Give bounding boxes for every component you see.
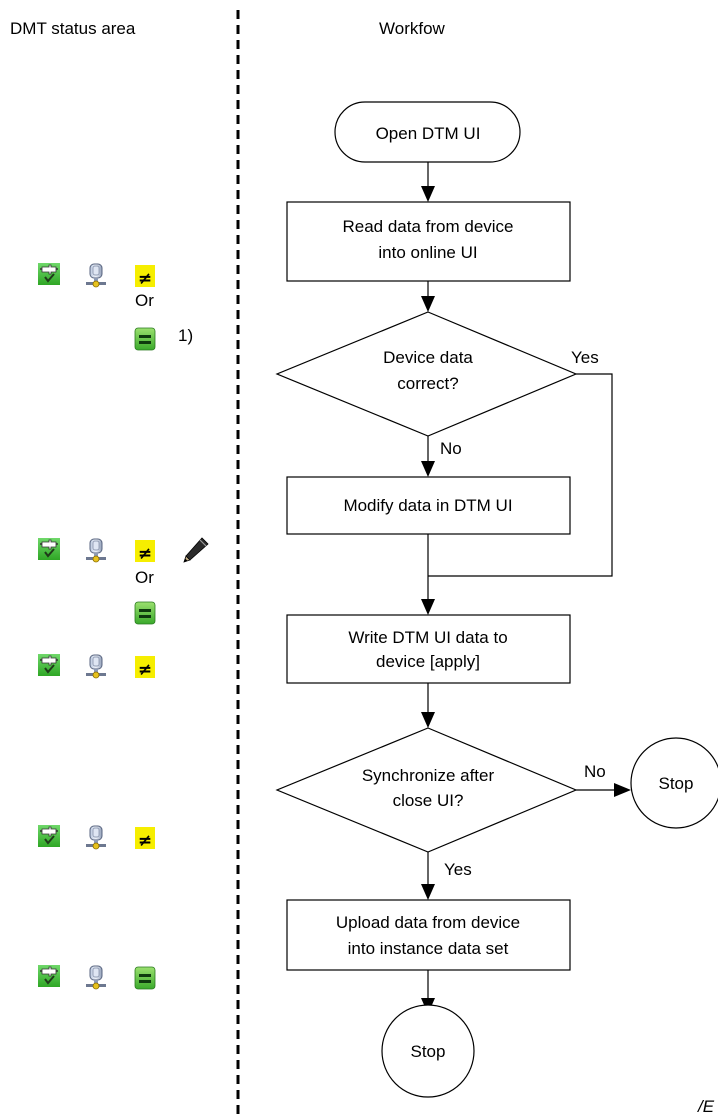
connection-plug-icon — [85, 965, 107, 990]
connection-plug-icon — [85, 825, 107, 850]
device-check-icon — [37, 262, 61, 286]
device-check-icon — [37, 824, 61, 848]
upload-data-label-line2: into instance data set — [348, 939, 509, 958]
upload-data-box — [286, 899, 571, 971]
sync-yes-label: Yes — [444, 860, 472, 879]
or-label: Or — [135, 291, 154, 310]
arrowhead — [421, 884, 435, 900]
sync-decision-line1: Synchronize after — [362, 766, 495, 785]
connection-plug-icon — [85, 263, 107, 288]
device-check-icon — [37, 653, 61, 677]
read-data-box — [286, 201, 571, 282]
equal-icon — [134, 966, 156, 990]
pencil-icon — [183, 537, 209, 563]
status-area-header: DMT status area — [10, 19, 136, 38]
not-equal-icon — [135, 827, 155, 851]
device-check-icon — [37, 537, 61, 561]
arrowhead — [614, 783, 631, 797]
status-row-1 — [37, 262, 155, 289]
stop-right-label: Stop — [659, 774, 694, 793]
stop-bottom-label: Stop — [411, 1042, 446, 1061]
write-data-label-line1: Write DTM UI data to — [348, 628, 507, 647]
status-row-2 — [37, 537, 209, 564]
footnote-mark: 1) — [178, 326, 193, 345]
modify-data-label: Modify data in DTM UI — [343, 496, 512, 515]
device-data-decision-line1: Device data — [383, 348, 473, 367]
connection-plug-icon — [85, 538, 107, 563]
equal-icon — [134, 601, 156, 625]
corner-figure-ref: /E — [697, 1097, 715, 1115]
stop-bottom-circle — [381, 1004, 475, 1098]
not-equal-icon — [135, 656, 155, 680]
read-data-label-line1: Read data from device — [342, 217, 513, 236]
status-row-3 — [37, 653, 155, 680]
arrowhead — [421, 599, 435, 615]
connection-plug-icon — [85, 654, 107, 679]
yes-label: Yes — [571, 348, 599, 367]
workflow-header: Workfow — [379, 19, 446, 38]
sync-decision — [275, 727, 578, 853]
status-row-4 — [37, 824, 155, 851]
arrowhead — [421, 461, 435, 477]
write-data-box — [286, 614, 571, 684]
no-label: No — [440, 439, 462, 458]
read-data-label-line2: into online UI — [378, 243, 477, 262]
equal-icon — [134, 327, 156, 351]
arrowhead — [421, 296, 435, 312]
start-label: Open DTM UI — [376, 124, 481, 143]
sync-no-label: No — [584, 762, 606, 781]
sync-decision-line2: close UI? — [393, 791, 464, 810]
or-label: Or — [135, 568, 154, 587]
upload-data-label-line1: Upload data from device — [336, 913, 520, 932]
not-equal-icon — [135, 540, 155, 564]
stop-right-circle — [630, 737, 718, 829]
arrowhead — [421, 186, 435, 202]
arrowhead — [421, 712, 435, 728]
yes-connector — [428, 373, 613, 577]
write-data-label-line2: device [apply] — [376, 652, 480, 671]
not-equal-icon — [135, 265, 155, 289]
device-check-icon — [37, 964, 61, 988]
status-row-5 — [37, 964, 156, 990]
device-data-decision-line2: correct? — [397, 374, 458, 393]
